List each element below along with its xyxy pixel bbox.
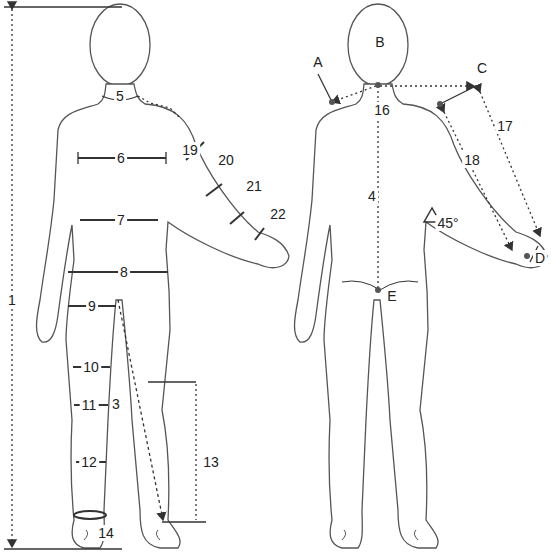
callout-number: 12 — [79, 454, 99, 470]
back-figure — [295, 4, 548, 548]
callout-number: 13 — [201, 454, 221, 470]
callout-number: 21 — [244, 178, 264, 194]
callout-number: 11 — [80, 397, 99, 413]
callout-number: A — [311, 54, 324, 70]
callout-number: 7 — [115, 212, 127, 228]
front-figure — [37, 4, 290, 548]
callout-number: E — [385, 288, 398, 304]
measure-lines — [4, 7, 540, 549]
callout-number: 6 — [115, 150, 127, 166]
callout-number: 9 — [86, 298, 98, 314]
callout-number: 18 — [462, 152, 482, 168]
callout-number: 8 — [118, 264, 130, 280]
callout-number: D — [533, 250, 547, 266]
callout-number: 20 — [216, 152, 236, 168]
callout-number: B — [373, 34, 386, 50]
callout-number: 5 — [114, 88, 126, 104]
callout-number: 45° — [435, 215, 460, 231]
callout-number: 10 — [81, 359, 101, 375]
callout-number: 17 — [495, 118, 515, 134]
callout-number: 3 — [110, 396, 122, 412]
callout-number: 22 — [268, 206, 288, 222]
callout-number: 16 — [372, 102, 392, 118]
callout-number: 19 — [180, 142, 200, 158]
callout-number: 1 — [6, 292, 18, 308]
callout-number: 14 — [96, 525, 116, 541]
callout-number: 4 — [366, 188, 378, 204]
callout-number: C — [475, 60, 489, 76]
landmark-dots — [329, 82, 530, 293]
